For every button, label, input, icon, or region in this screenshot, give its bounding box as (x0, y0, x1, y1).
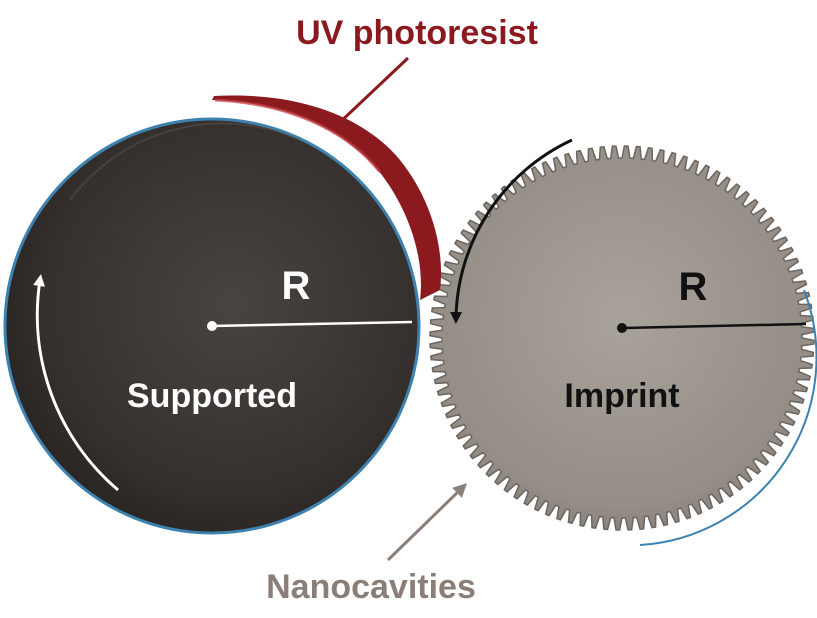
uv-photoresist-pointer (331, 56, 410, 131)
supported-roller-highlight (69, 122, 301, 201)
imprint-roller-gear (429, 145, 815, 531)
uv-photoresist-layer (212, 95, 442, 300)
imprint-rotation-arrow (450, 138, 573, 324)
imprint-center-dot (617, 323, 627, 333)
supported-radius-label: R (282, 264, 311, 308)
supported-center-dot (207, 321, 217, 331)
imprint-roller-rim (639, 289, 817, 546)
nanocavities-label: Nanocavities (266, 568, 476, 606)
supported-radius-line (211, 320, 413, 328)
uv-photoresist-label: UV photoresist (296, 14, 538, 52)
imprint-radius-line (621, 322, 807, 330)
imprint-roller-label: Imprint (564, 377, 679, 415)
imprint-radius-label: R (679, 265, 708, 309)
uv-photoresist-shine (214, 98, 382, 173)
supported-roller-label: Supported (127, 377, 297, 415)
supported-rotation-arrow (33, 274, 119, 492)
nanocavities-pointer (386, 483, 468, 562)
imprint-roller (429, 145, 817, 546)
